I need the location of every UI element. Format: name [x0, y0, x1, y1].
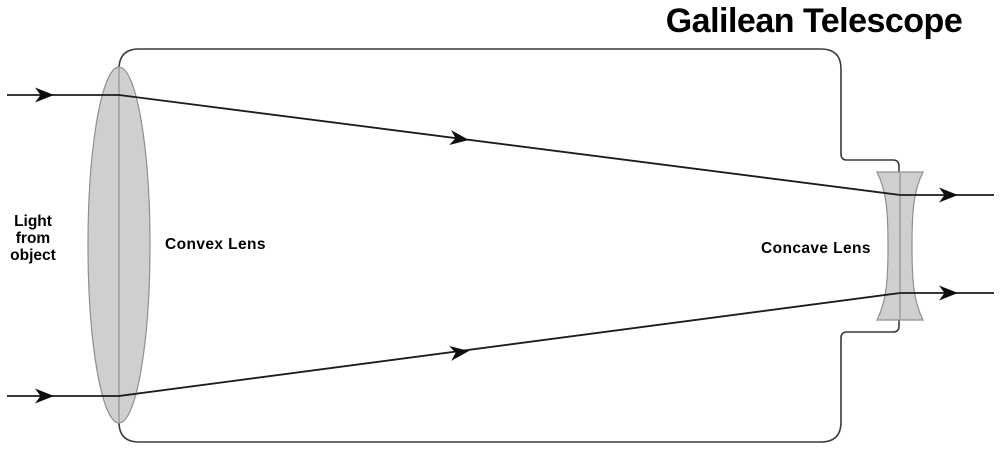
telescope-tube-outline	[118, 48, 900, 443]
convex-lens-label: Convex Lens	[165, 236, 266, 253]
figure-title: Galilean Telescope	[665, 2, 963, 40]
light-from-object-label: Light from object	[10, 213, 56, 264]
concave-lens-label: Concave Lens	[761, 240, 871, 257]
